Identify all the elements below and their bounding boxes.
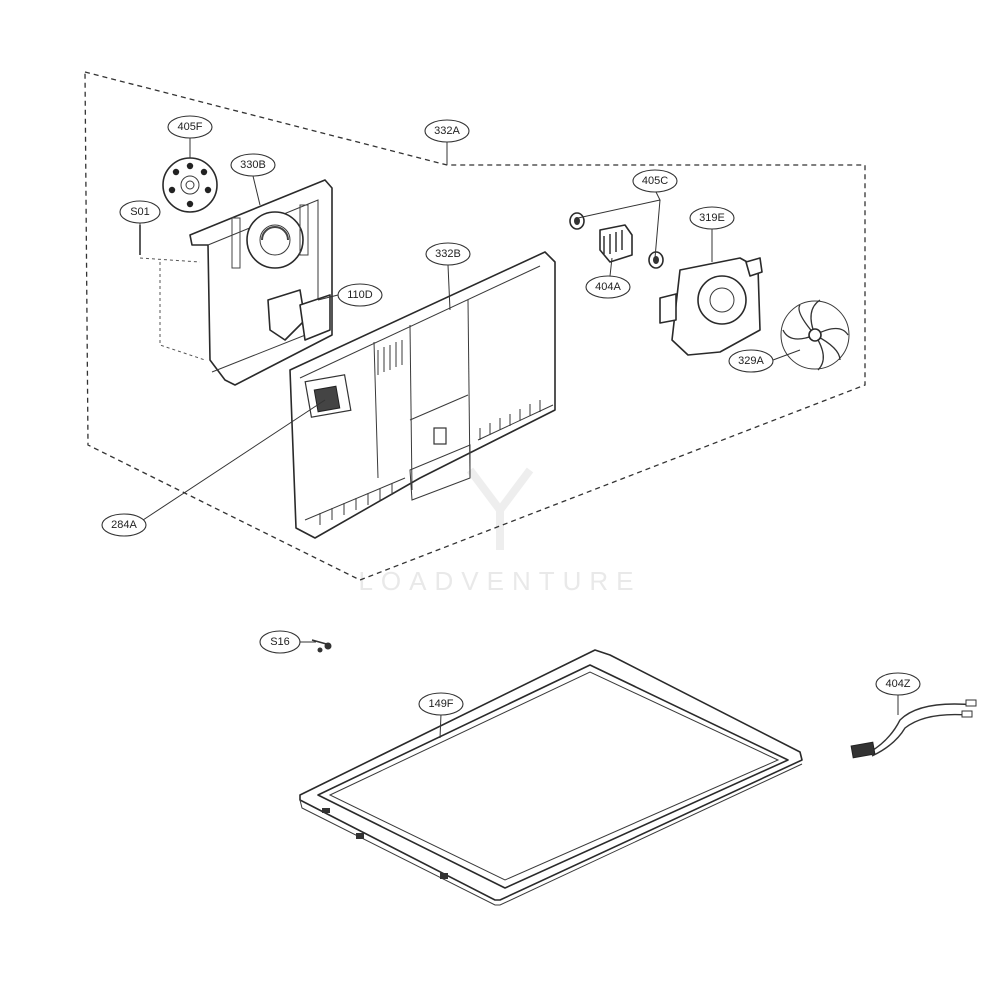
callout-405F: 405F: [167, 115, 213, 139]
part-329A[interactable]: [780, 299, 850, 371]
callout-284A-label: 284A: [111, 519, 137, 531]
callout-149F: 149F: [418, 692, 464, 716]
callout-S01-label: S01: [130, 206, 150, 218]
callout-404A-label: 404A: [595, 281, 621, 293]
part-319E[interactable]: [659, 257, 763, 356]
part-S16[interactable]: [311, 639, 332, 653]
part-405C[interactable]: [569, 212, 664, 269]
watermark: LOADVENTURE: [358, 467, 641, 596]
callout-332B: 332B: [425, 242, 471, 266]
callout-149F-label: 149F: [428, 698, 453, 710]
callout-S16-label: S16: [270, 636, 290, 648]
leader-lines: [139, 138, 899, 739]
callout-110D: 110D: [337, 283, 383, 307]
callout-405F-label: 405F: [177, 121, 202, 133]
callout-319E-label: 319E: [699, 212, 725, 224]
part-149F[interactable]: [299, 649, 803, 906]
part-330B[interactable]: [189, 179, 333, 386]
callout-404Z-label: 404Z: [885, 678, 910, 690]
callout-330B: 330B: [230, 153, 276, 177]
callout-332B-label: 332B: [435, 248, 461, 260]
watermark-text: LOADVENTURE: [358, 566, 641, 596]
callout-110D-label: 110D: [347, 289, 373, 301]
callout-329A: 329A: [728, 349, 774, 373]
callout-404A: 404A: [585, 275, 631, 299]
callout-S01: S01: [119, 200, 161, 224]
callout-405C: 405C: [632, 169, 678, 193]
callout-S16: S16: [259, 630, 301, 654]
callout-330B-label: 330B: [240, 159, 266, 171]
part-404A[interactable]: [599, 224, 633, 263]
part-332B[interactable]: [289, 251, 556, 539]
part-405F[interactable]: [162, 157, 218, 213]
callout-404Z: 404Z: [875, 672, 921, 696]
part-404Z[interactable]: [850, 699, 977, 759]
callout-332A-label: 332A: [434, 125, 460, 137]
part-S01[interactable]: [139, 225, 206, 361]
callout-329A-label: 329A: [738, 355, 764, 367]
callout-332A: 332A: [424, 119, 470, 143]
callout-284A: 284A: [101, 513, 147, 537]
callout-319E: 319E: [689, 206, 735, 230]
callout-405C-label: 405C: [642, 175, 668, 187]
